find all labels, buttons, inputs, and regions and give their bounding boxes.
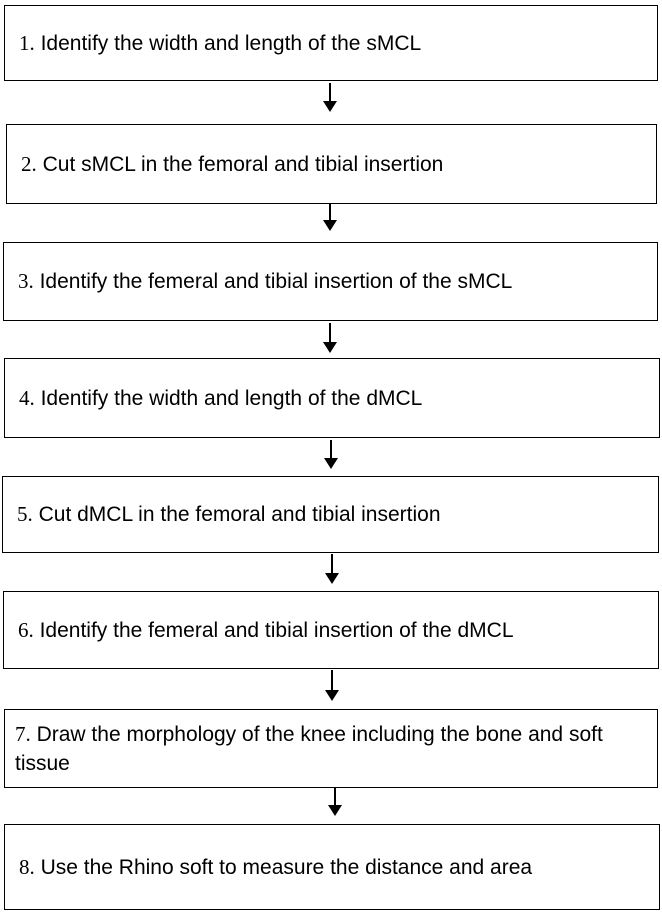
step-box-8: 8. Use the Rhino soft to measure the dis… [4,824,660,910]
step-number: 5. [17,502,33,526]
arrow-down-icon [322,204,338,231]
step-box-7: 7. Draw the morphology of the knee inclu… [4,709,658,788]
step-box-2: 2. Cut sMCL in the femoral and tibial in… [6,124,657,204]
arrow-down-icon [322,323,338,353]
arrow-down-icon [322,83,338,112]
step-label: Identify the width and length of the dMC… [40,386,423,410]
step-number: 6. [18,617,34,642]
step-label: Identify the femeral and tibial insertio… [39,270,513,293]
step-box-3: 3. Identify the femeral and tibial inser… [3,242,658,321]
step-number: 1. [19,30,35,55]
step-box-1: 1. Identify the width and length of the … [4,5,658,81]
step-number: 3. [18,269,34,293]
step-label: Identify the width and length of the sMC… [40,31,422,55]
step-label: Draw the morphology of the knee includin… [15,723,603,775]
step-box-5: 5. Cut dMCL in the femoral and tibial in… [2,476,659,553]
step-label: Cut sMCL in the femoral and tibial inser… [42,152,444,176]
arrow-down-icon [323,440,339,469]
step-box-4: 4. Identify the width and length of the … [4,358,660,438]
step-box-6: 6. Identify the femeral and tibial inser… [3,591,659,669]
step-number: 7. [15,722,31,746]
step-number: 8. [19,854,35,879]
step-number: 2. [21,151,37,176]
step-label: Cut dMCL in the femoral and tibial inser… [38,503,441,526]
arrow-down-icon [324,554,340,584]
arrow-down-icon [324,670,340,701]
step-label: Identify the femeral and tibial insertio… [39,618,514,642]
step-number: 4. [19,385,35,410]
arrow-down-icon [327,788,343,816]
step-label: Use the Rhino soft to measure the distan… [40,855,533,879]
